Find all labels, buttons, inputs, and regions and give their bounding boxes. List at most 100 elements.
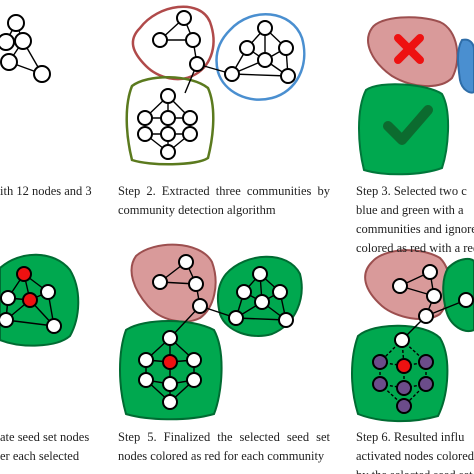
node [186,372,202,388]
graph-nodes [0,266,62,334]
node [0,290,16,306]
node [394,332,410,348]
green-community [351,324,449,423]
caption-line: nodes colored as red for each community [118,449,325,463]
node [418,308,434,324]
edge [231,73,289,77]
caption-step-3: Step 3. Selected two c blue and green wi… [356,182,474,258]
node [40,284,56,300]
node [188,276,204,292]
caption-line: Step 5. Finalized the selected seed set [118,430,330,444]
activated-node [418,376,434,392]
activated-node [396,380,412,396]
node [33,65,51,83]
green-community [119,320,223,421]
green-community-selected [358,83,450,176]
node [185,32,201,48]
activated-node [418,354,434,370]
edge [403,383,427,389]
node [137,126,153,142]
node [138,352,154,368]
node [254,294,270,310]
node [160,110,176,126]
olive-community-outline [125,76,215,166]
node [152,32,168,48]
node [7,14,25,32]
node [278,40,294,56]
caption-line: ate seed set nodes [0,430,90,444]
node [0,33,15,51]
edge [394,34,424,64]
node [252,266,268,282]
caption-step-4: ate seed set nodes er each selected [0,428,110,466]
caption-step-6: Step 6. Resulted influ activated nodes c… [356,428,474,474]
node [138,372,154,388]
node [278,312,294,328]
activated-node [396,398,412,414]
node [458,292,474,308]
node [236,284,252,300]
node [162,330,178,346]
node [272,284,288,300]
caption-line: community detection algorithm [118,203,276,217]
node [422,264,438,280]
caption-line: ith 12 nodes and 3 [0,184,92,198]
node [162,376,178,392]
caption-line: activated nodes colored [356,449,474,463]
panel-step-4 [0,253,80,347]
seed-node [396,358,412,374]
node [152,274,168,290]
caption-step-1: ith 12 nodes and 3 [0,182,108,201]
caption-line: Step 2. Extracted three communities by [118,184,330,198]
caption-line: er each selected [0,449,80,463]
node [280,68,296,84]
panel-step-1 [0,14,51,83]
node [160,88,176,104]
node [160,126,176,142]
node [162,394,178,410]
node [228,310,244,326]
graph-nodes [137,10,296,160]
node [192,298,208,314]
edge [5,319,55,327]
panel-step-6 [351,249,474,423]
activated-node [372,376,388,392]
graph-nodes [0,14,51,83]
edge [235,317,287,321]
caption-line: by the selected seed set [356,466,474,474]
blue-community-outline [215,13,306,101]
node [257,20,273,36]
node [137,110,153,126]
node [426,288,442,304]
check-mark-icon [383,105,433,145]
seed-node [16,266,32,282]
node [224,66,240,82]
seed-node [162,354,178,370]
node [186,352,202,368]
node [0,53,18,71]
seed-node [22,292,38,308]
node [160,144,176,160]
caption-line: communities and ignore [356,222,474,236]
node [257,52,273,68]
edge [403,361,427,367]
caption-step-5: Step 5. Finalized the selected seed set … [118,428,330,466]
caption-line: colored as red with a red [356,241,474,255]
red-community-outline [131,5,215,81]
node [182,126,198,142]
x-mark-icon [394,34,424,64]
panel-step-3 [358,16,474,176]
node [189,56,205,72]
blue-community [442,257,474,332]
node [14,32,32,50]
panel-step-2 [125,5,306,166]
activated-node [372,354,388,370]
node [178,254,194,270]
caption-line: Step 3. Selected two c [356,184,467,198]
node [239,40,255,56]
panel-step-5 [119,243,303,421]
node [182,110,198,126]
caption-line: Step 6. Resulted influ [356,430,465,444]
graph-nodes [372,264,474,414]
